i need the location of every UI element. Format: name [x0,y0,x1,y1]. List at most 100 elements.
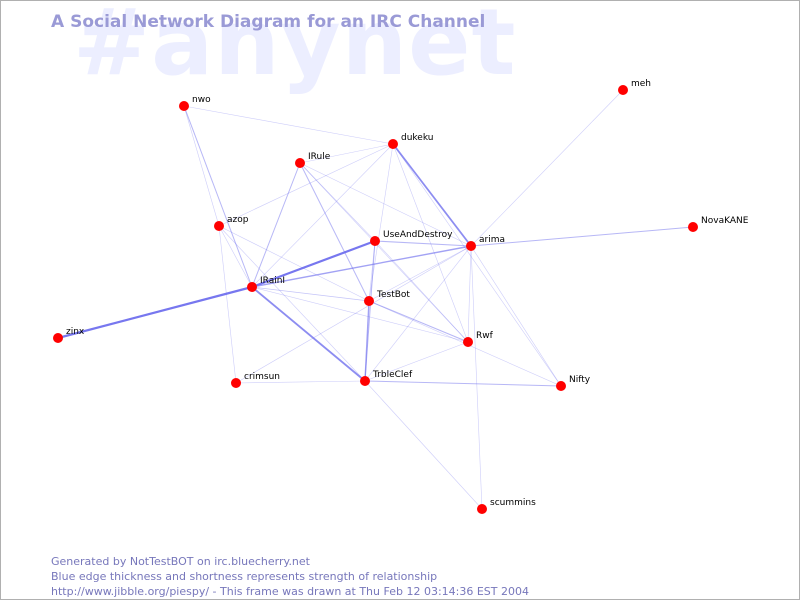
node-dot[interactable] [556,381,566,391]
edge-UseAndDestroy-TestBot [368,240,376,302]
node-dot[interactable] [364,296,374,306]
node-dot[interactable] [360,376,370,386]
node-label: azop [227,215,249,225]
node-Nifty[interactable]: Nifty [556,375,591,391]
edge-azop-TestBot [218,225,370,302]
node-dot[interactable] [370,236,380,246]
node-label: UseAndDestroy [383,230,453,240]
node-TrbleClef[interactable]: TrbleClef [360,370,413,386]
edge-azop-crimsun [218,225,237,384]
node-label: arima [479,235,505,245]
edge-azop-IRainI [218,225,253,288]
edge-arima-meh [470,89,624,247]
node-IRainI[interactable]: IRainI [247,276,285,292]
node-label: IRule [308,152,331,162]
edge-nwo-IRainI [183,105,253,288]
node-dot[interactable] [179,101,189,111]
edge-TestBot-Rwf [368,300,469,343]
node-IRule[interactable]: IRule [295,152,331,168]
edge-IRule-TestBot [299,162,370,302]
footer: Generated by NotTestBOT on irc.bluecherr… [51,554,529,599]
edges-layer [57,89,694,510]
node-TestBot[interactable]: TestBot [364,290,410,306]
node-dot[interactable] [214,221,224,231]
node-dot[interactable] [463,337,473,347]
edge-UseAndDestroy-arima [374,240,472,247]
edge-nwo-dukeku [183,105,394,145]
diagram-title: A Social Network Diagram for an IRC Chan… [51,12,486,32]
node-label: meh [631,79,651,89]
edge-azop-dukeku [218,143,394,227]
node-label: IRainI [260,276,285,286]
node-dot[interactable] [688,222,698,232]
edge-nwo-azop [183,105,220,227]
node-Rwf[interactable]: Rwf [463,331,494,347]
edge-IRainI-IRule [251,162,301,288]
edge-arima-NovaKANE [470,226,694,247]
node-label: crimsun [244,372,280,382]
edge-IRule-arima [299,162,472,247]
edge-arima-Nifty [470,245,562,387]
edge-UseAndDestroy-Rwf [374,240,469,343]
edge-IRule-dukeku [299,143,394,164]
node-dot[interactable] [295,158,305,168]
edge-dukeku-IRainI [251,143,394,288]
node-NovaKANE[interactable]: NovaKANE [688,216,749,232]
node-scummins[interactable]: scummins [477,498,536,514]
edge-dukeku-arima [392,143,472,247]
node-label: TestBot [376,290,410,300]
edge-TrbleClef-Nifty [364,380,562,387]
node-label: TrbleClef [372,370,413,380]
node-dot[interactable] [231,378,241,388]
node-dot[interactable] [388,139,398,149]
node-label: dukeku [401,133,433,143]
node-meh[interactable]: meh [618,79,651,95]
edge-dukeku-Nifty [392,143,562,387]
node-dot[interactable] [53,333,63,343]
node-dot[interactable] [247,282,257,292]
node-dot[interactable] [466,241,476,251]
edge-IRainI-TestBot [251,286,370,302]
node-label: zinx [66,327,85,337]
node-label: Nifty [569,375,591,385]
edge-dukeku-Rwf [392,143,469,343]
node-label: scummins [490,498,536,508]
edge-crimsun-TrbleClef [235,380,366,384]
node-crimsun[interactable]: crimsun [231,372,280,388]
node-azop[interactable]: azop [214,215,249,231]
edge-arima-crimsun [235,245,472,384]
edge-arima-TrbleClef [364,245,472,382]
edge-TrbleClef-scummins [364,380,483,510]
edge-IRule-UseAndDestroy [299,162,376,242]
edge-Rwf-TrbleClef [364,341,469,382]
node-dot[interactable] [618,85,628,95]
edge-IRule-Rwf [299,162,469,343]
node-label: nwo [192,95,211,105]
footer-legend-note: Blue edge thickness and shortness repres… [51,570,438,583]
edge-UseAndDestroy-TrbleClef [364,240,376,382]
node-arima[interactable]: arima [466,235,505,251]
edge-IRainI-UseAndDestroy [251,239,376,289]
node-label: NovaKANE [701,216,749,226]
node-dot[interactable] [477,504,487,514]
edge-IRainI-TrbleClef [251,286,366,382]
edge-arima-scummins [470,245,483,510]
edge-IRainI-arima [251,245,472,288]
edge-arima-Rwf [467,245,472,343]
footer-url-timestamp: http://www.jibble.org/piespy/ - This fra… [51,585,530,598]
node-nwo[interactable]: nwo [179,95,211,111]
node-dukeku[interactable]: dukeku [388,133,433,149]
node-UseAndDestroy[interactable]: UseAndDestroy [370,230,453,246]
footer-generated-by: Generated by NotTestBOT on irc.bluecherr… [51,555,310,568]
edge-arima-TestBot [368,245,472,302]
edge-zinx-IRainI [57,285,253,340]
node-zinx[interactable]: zinx [53,327,85,343]
edge-azop-TrbleClef [218,225,366,382]
edge-IRainI-Rwf [251,286,469,343]
node-label: Rwf [476,331,494,341]
channel-watermark: #anynet [73,0,517,96]
edge-dukeku-TestBot [368,143,394,302]
